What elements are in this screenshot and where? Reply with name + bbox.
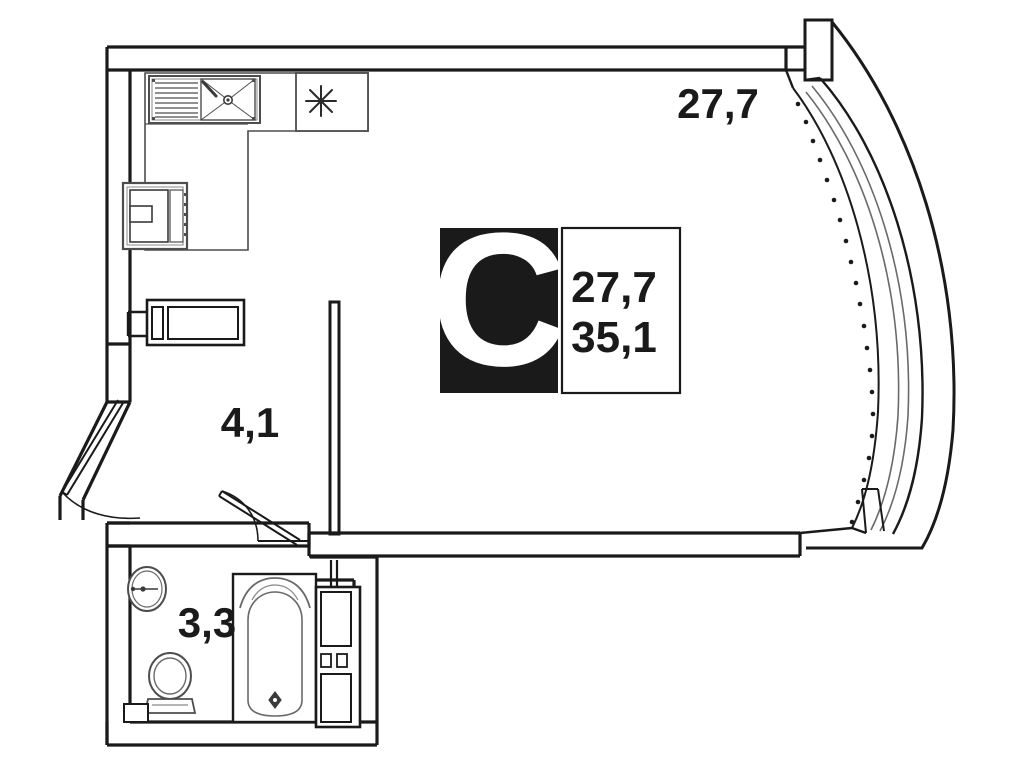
layout-type-badge: C 27,7 35,1: [430, 194, 682, 406]
utility-closet: [314, 560, 362, 729]
washbasin-icon: [127, 566, 167, 612]
wardrobe-cabinet: [126, 298, 246, 347]
kitchen-sink-icon: [148, 75, 261, 124]
badge-letter: C: [430, 194, 567, 406]
badge-living-area: 27,7: [571, 263, 657, 312]
refrigerator-icon: [121, 181, 189, 251]
toilet-icon: [123, 652, 197, 723]
living-room-area-label: 27,7: [677, 80, 759, 127]
hallway-area-label: 4,1: [221, 399, 279, 446]
interior-partition-wall: [328, 300, 341, 536]
badge-total-area: 35,1: [571, 313, 657, 362]
curved-balcony: [784, 18, 956, 550]
cooktop-icon: [295, 72, 369, 132]
entrance-door[interactable]: [61, 399, 141, 520]
bathroom-area-label: 3,3: [178, 599, 236, 646]
balcony-railing-studs: [795, 101, 876, 525]
bathroom-door[interactable]: [218, 490, 309, 546]
bathtub-icon: [231, 572, 318, 724]
